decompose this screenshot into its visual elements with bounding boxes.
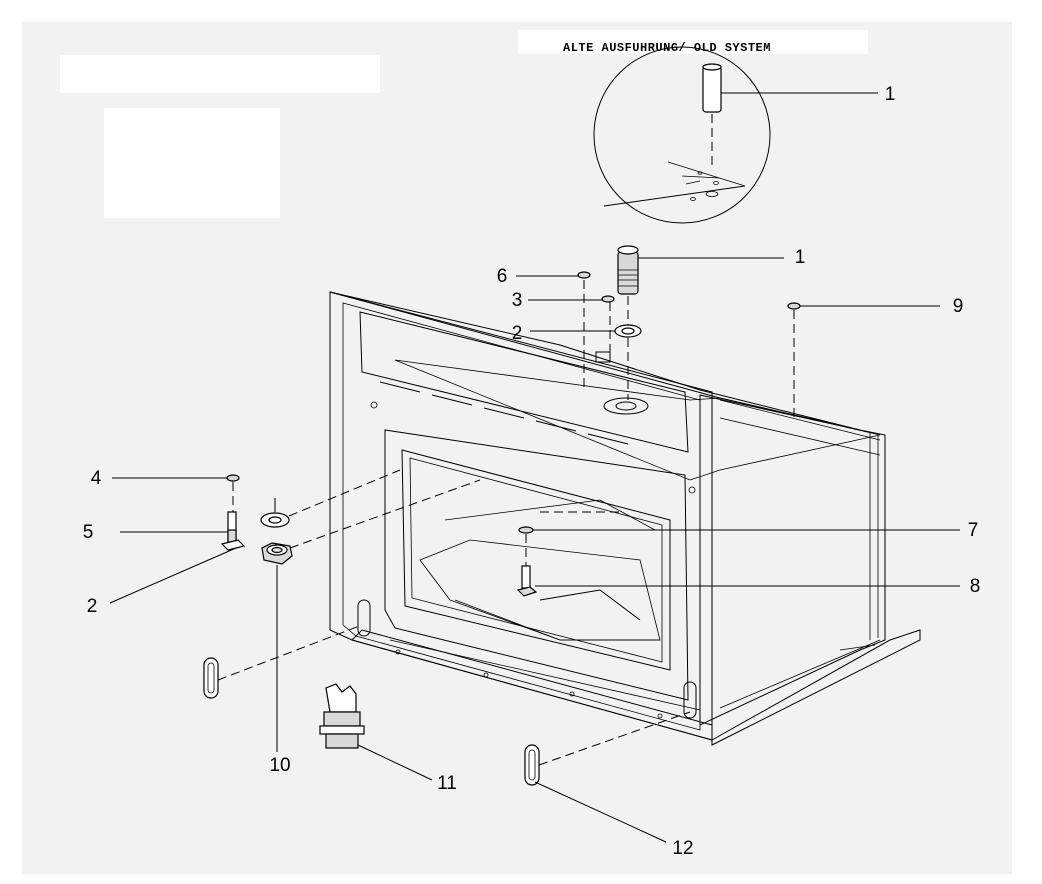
part-9-nut [787, 302, 940, 420]
part-10-nut [261, 479, 481, 752]
callout-5: 5 [82, 522, 94, 543]
detail-circle-old-system [593, 46, 878, 224]
callout-12: 12 [672, 838, 694, 859]
part-7-washer [518, 526, 960, 566]
part-6-nut [516, 271, 611, 390]
part-11-lamp-socket [319, 683, 433, 781]
callout-3: 3 [511, 290, 523, 311]
part-8-bolt [516, 511, 960, 597]
part-4-washer [112, 474, 240, 512]
callout-2-top: 2 [511, 323, 523, 344]
callout-detail-1: 1 [884, 84, 896, 105]
callout-9: 9 [952, 296, 964, 317]
part-5-bolt [109, 511, 246, 604]
oven-cavity [329, 291, 921, 746]
part-12-seal-bottom [524, 711, 691, 843]
detail-title-band [518, 30, 868, 54]
old-pin-part [702, 65, 722, 113]
detail-title: ALTE AUSFUHRUNG/ OLD SYSTEM [563, 41, 771, 55]
part-2-washer-left [260, 469, 401, 528]
callout-6: 6 [496, 266, 508, 287]
callout-10: 10 [269, 755, 291, 776]
part-12-seal-left [203, 624, 363, 699]
callout-8: 8 [969, 576, 981, 597]
callout-1: 1 [794, 247, 806, 268]
part-3-screw [528, 295, 615, 355]
callout-4: 4 [90, 468, 102, 489]
blank-box [104, 108, 280, 218]
part-2-washer-top [530, 324, 642, 338]
callout-7: 7 [967, 520, 979, 541]
part-1-nozzle [617, 245, 784, 400]
callout-2-left: 2 [86, 596, 98, 617]
blank-label-area [60, 55, 380, 93]
callout-11: 11 [437, 773, 457, 794]
